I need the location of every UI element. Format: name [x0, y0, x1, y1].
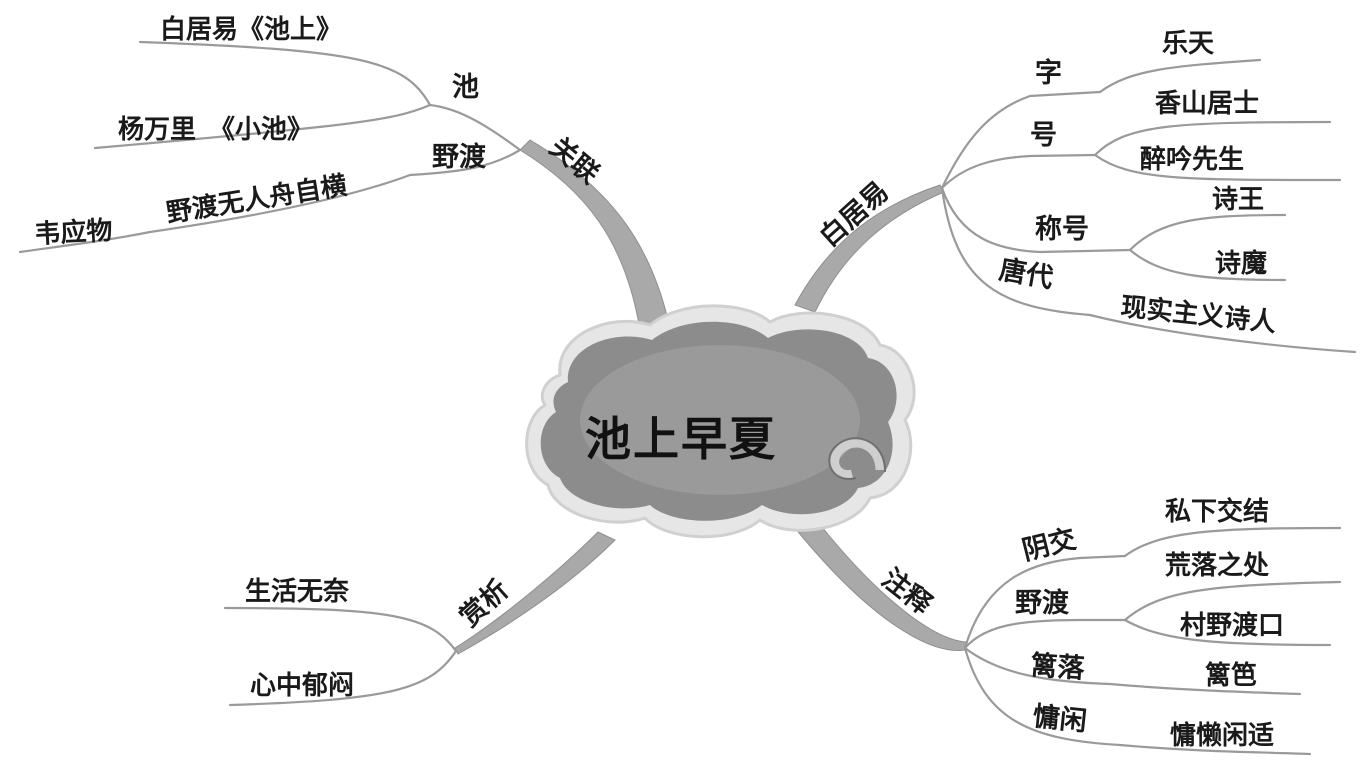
link-chi-leaf1	[140, 42, 430, 105]
label-chi: 池	[452, 72, 479, 103]
leaf-chi-2: 杨万里 《小池》	[118, 115, 313, 145]
link-zi	[942, 92, 1100, 188]
label-yongxian: 慵闲	[1031, 700, 1088, 737]
leaf-shangxi-1: 生活无奈	[245, 577, 350, 607]
leaf-yedu-1: 野渡无人舟自横	[164, 170, 349, 229]
center-cloud: 池上早夏	[527, 306, 914, 537]
leaf-zi-1: 乐天	[1162, 29, 1214, 59]
leaf-tangdai-1: 现实主义诗人	[1119, 291, 1277, 338]
leaf-chenghao-1: 诗王	[1212, 185, 1264, 215]
leaf-yinjiao-1: 私下交结	[1165, 496, 1269, 527]
leaf-yedu2-1: 荒落之处	[1165, 550, 1269, 581]
leaf-liluo-1: 篱笆	[1205, 660, 1257, 691]
leaf-chenghao-2: 诗魔	[1215, 249, 1267, 279]
leaf-yedu-2: 韦应物	[34, 215, 114, 250]
leaf-hao-1: 香山居士	[1155, 89, 1259, 119]
label-zi: 字	[1035, 57, 1062, 89]
leaf-chi-1: 白居易《池上》	[160, 14, 342, 45]
label-hao: 号	[1030, 120, 1057, 151]
connectors-zhushi	[965, 528, 1340, 754]
label-yedu: 野渡	[432, 141, 487, 173]
label-yedu2: 野渡	[1015, 587, 1070, 619]
label-tangdai: 唐代	[997, 253, 1056, 294]
leaf-hao-2: 醉吟先生	[1140, 144, 1244, 175]
center-title: 池上早夏	[585, 412, 777, 466]
leaf-shangxi-2: 心中郁闷	[250, 670, 354, 701]
leaf-yedu2-2: 村野渡口	[1180, 610, 1284, 641]
link-yedu2	[965, 620, 1125, 648]
label-chenghao: 称号	[1035, 214, 1089, 245]
label-liluo: 篱落	[1030, 649, 1087, 685]
link-zi-leaf	[1100, 60, 1260, 92]
link-chenghao-leaf1	[1130, 215, 1285, 250]
leaf-yongxian-1: 慵懒闲适	[1170, 720, 1274, 751]
label-yinjiao: 阴交	[1019, 523, 1079, 567]
link-shangxi-leaf1	[225, 608, 456, 651]
link-hao	[942, 155, 1095, 188]
